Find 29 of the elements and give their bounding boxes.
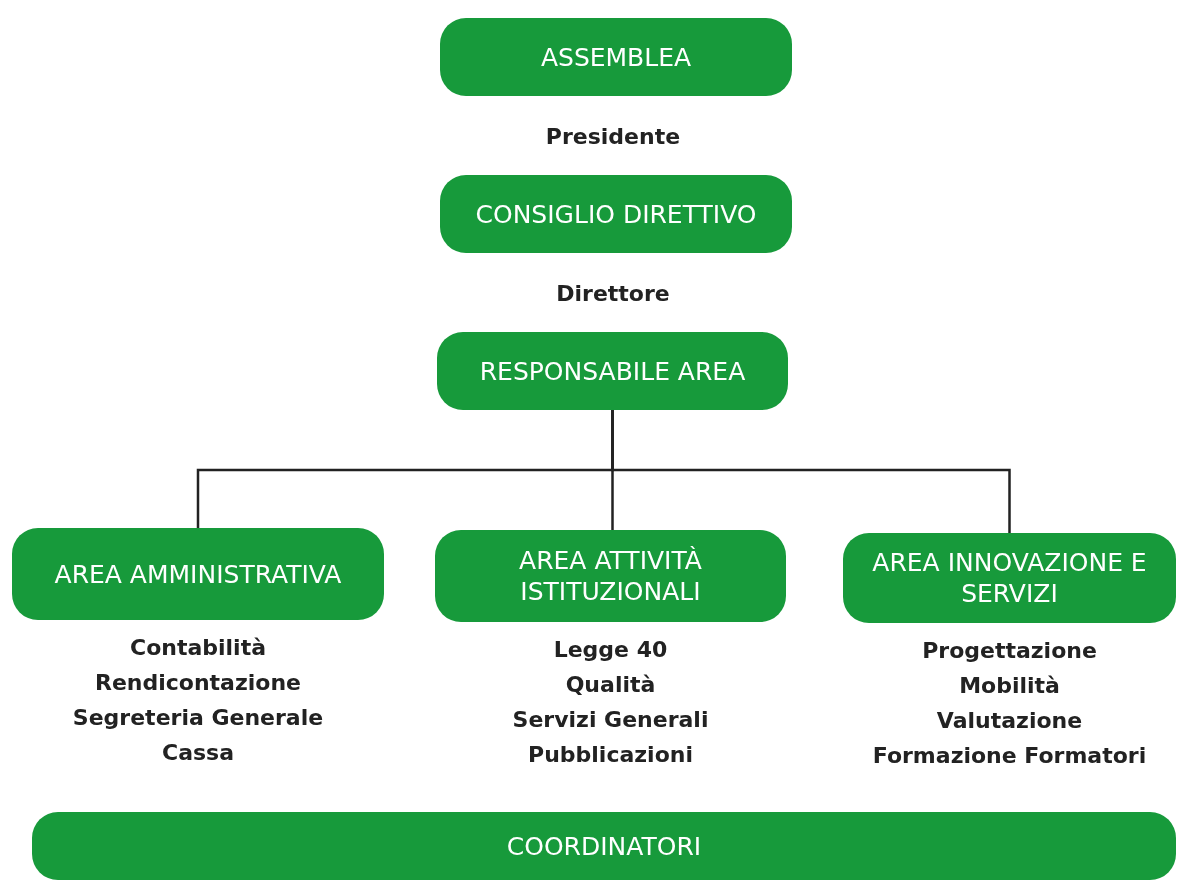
duty-item: Legge 40 xyxy=(552,636,669,664)
duty-item: Valutazione xyxy=(935,707,1084,735)
org-box xyxy=(435,530,786,622)
duty-item: Segreteria Generale xyxy=(72,704,324,732)
org-box xyxy=(437,332,788,410)
role-label: Presidente xyxy=(545,124,681,149)
box-title: AREA ATTIVITÀ ISTITUZIONALI xyxy=(518,545,703,607)
connector-line xyxy=(611,410,1011,533)
duty-item: Qualità xyxy=(564,671,657,699)
duty-item: Contabilità xyxy=(129,634,267,662)
box-title: CONSIGLIO DIRETTIVO xyxy=(475,198,757,230)
duty-item: Cassa xyxy=(161,739,235,767)
duty-item: Progettazione xyxy=(921,637,1098,665)
box-title: RESPONSABILE AREA xyxy=(479,355,746,387)
duty-item: Pubblicazioni xyxy=(527,741,694,769)
duty-item: Rendicontazione xyxy=(93,669,302,697)
box-title: AREA AMMINISTRATIVA xyxy=(54,558,342,590)
org-box xyxy=(843,533,1176,623)
org-box xyxy=(440,18,792,96)
duty-item: Servizi Generali xyxy=(512,706,709,734)
org-box xyxy=(32,812,1176,880)
role-label: Direttore xyxy=(556,281,670,306)
org-box xyxy=(12,528,384,620)
box-title: AREA INNOVAZIONE E SERVIZI xyxy=(871,547,1148,609)
org-box xyxy=(440,175,792,253)
box-title: ASSEMBLEA xyxy=(540,41,692,73)
duty-item: Mobilità xyxy=(958,672,1061,700)
duty-item: Formazione Formatori xyxy=(872,742,1147,770)
box-title: COORDINATORI xyxy=(506,830,702,862)
